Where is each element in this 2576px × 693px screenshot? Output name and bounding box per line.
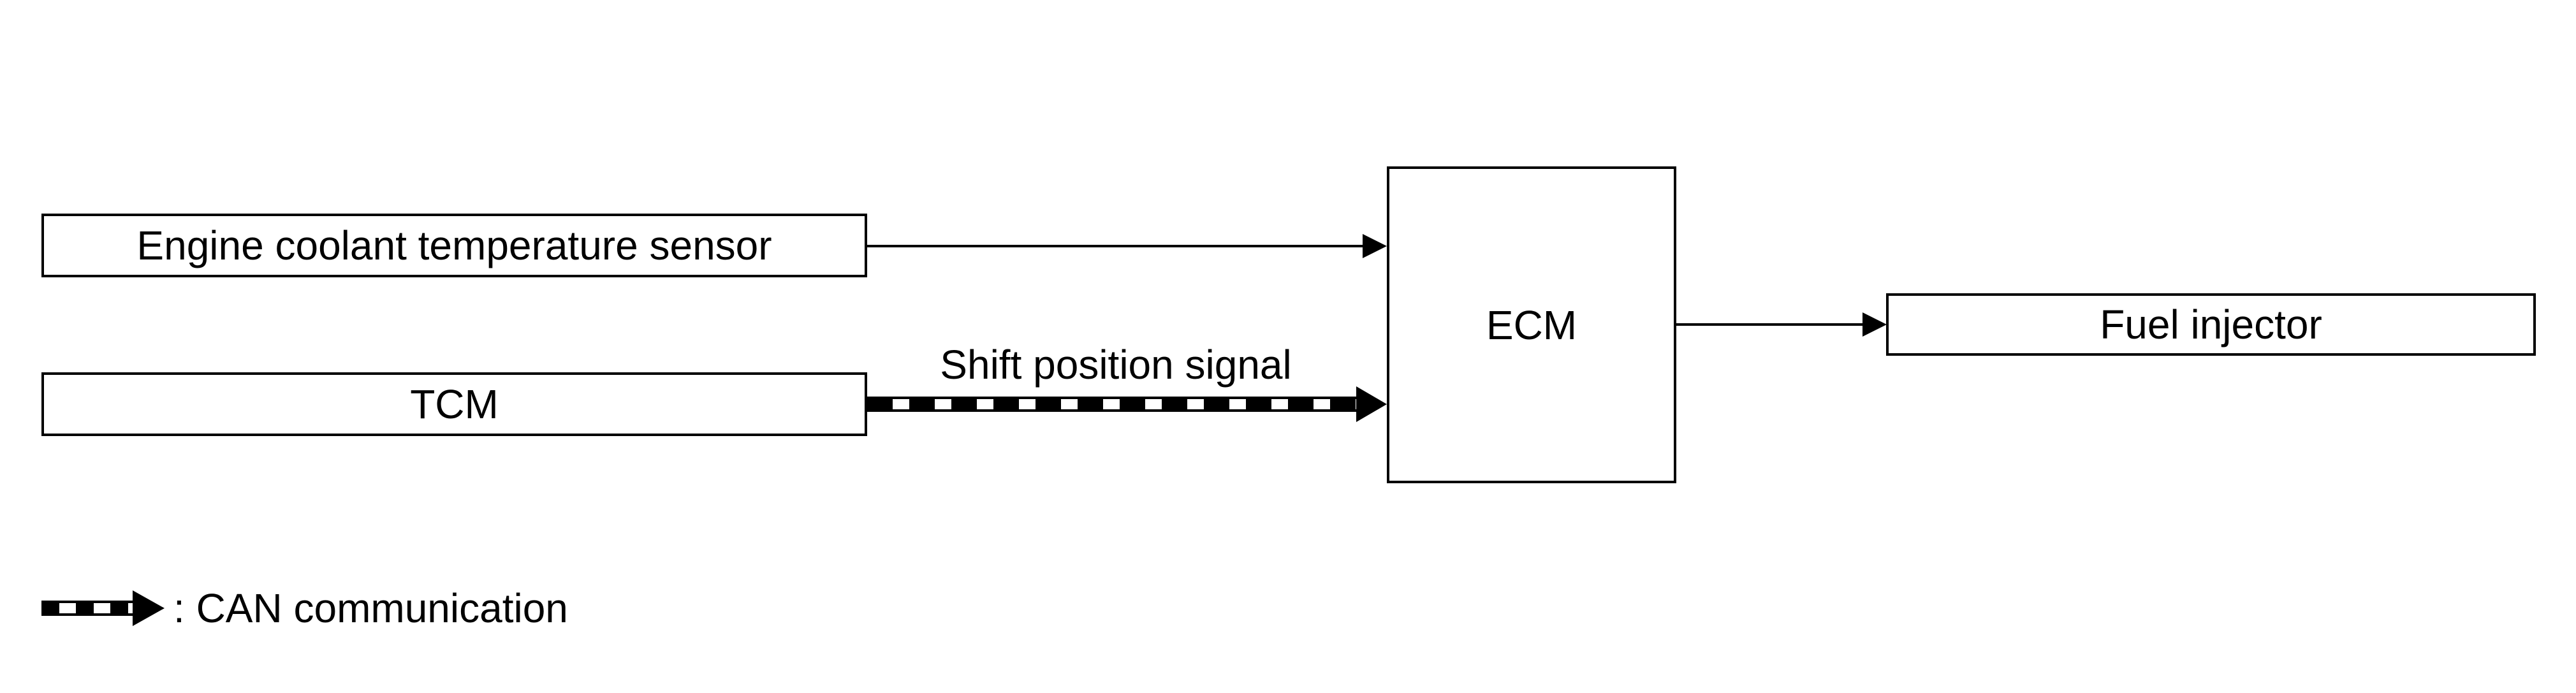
legend-can-arrow-icon: [41, 601, 133, 616]
node-fuel-injector-label: Fuel injector: [2100, 302, 2322, 347]
edge-ecm-to-fuel-line: [1676, 323, 1864, 326]
legend-can-arrowhead-icon: [133, 590, 165, 626]
node-fuel-injector: Fuel injector: [1886, 293, 2536, 356]
node-tcm-label: TCM: [410, 381, 499, 427]
node-engine-coolant-temp-sensor: Engine coolant temperature sensor: [41, 214, 867, 277]
edge-ecm-to-fuel-arrowhead-icon: [1862, 312, 1887, 337]
node-ecm: ECM: [1387, 166, 1676, 483]
edge-tcm-to-ecm-arrowhead-icon: [1356, 386, 1387, 422]
node-engine-coolant-temp-sensor-label: Engine coolant temperature sensor: [136, 222, 772, 268]
legend: : CAN communication: [41, 585, 568, 631]
node-ecm-label: ECM: [1486, 302, 1577, 348]
edge-tcm-to-ecm-can-line: [867, 397, 1356, 412]
node-tcm: TCM: [41, 372, 867, 436]
edge-ect-to-ecm-arrowhead-icon: [1363, 234, 1387, 258]
legend-label: : CAN communication: [173, 585, 568, 631]
edge-tcm-to-ecm-label: Shift position signal: [940, 342, 1292, 388]
edge-ect-to-ecm-line: [867, 245, 1364, 247]
